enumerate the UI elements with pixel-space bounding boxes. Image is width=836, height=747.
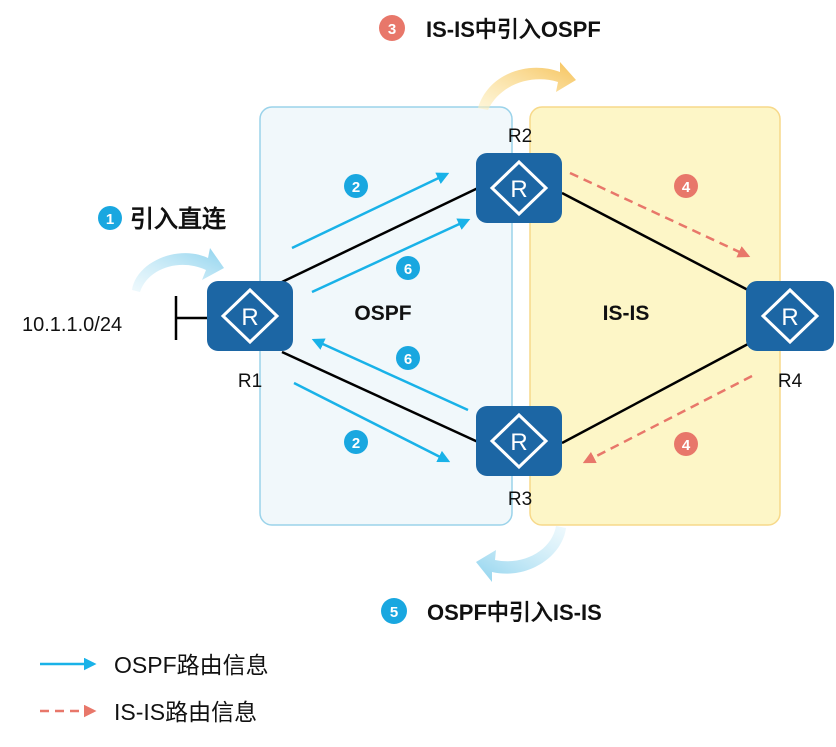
svg-text:2: 2 — [352, 179, 360, 196]
ospf-arrow-r3-r2 — [311, 218, 471, 294]
isis-arrow-r4-r3 — [582, 374, 753, 464]
router-r1[interactable]: R — [207, 281, 293, 351]
redistribute-arrow-r3 — [476, 526, 566, 582]
step-badge-2-lower: 2 — [344, 430, 368, 454]
link-r1-r3 — [281, 350, 479, 444]
step-5-label: OSPF中引入IS-IS — [427, 600, 602, 625]
ospf-arrow-r1-r3 — [293, 381, 451, 463]
ospf-arrow-r1-r2-outer — [291, 172, 450, 250]
link-r3-r4 — [561, 342, 749, 445]
router-r2-label: R2 — [508, 126, 532, 147]
step-badge-6-upper: 6 — [396, 256, 420, 280]
router-r2-symbol: R — [510, 176, 527, 203]
ospf-area-label: OSPF — [354, 302, 411, 325]
isis-arrow-r2-r4 — [569, 171, 751, 258]
svg-text:2: 2 — [352, 435, 360, 452]
router-r3[interactable]: R — [476, 406, 562, 476]
legend-isis-label: IS-IS路由信息 — [114, 699, 257, 725]
svg-text:6: 6 — [404, 351, 412, 368]
link-r2-r4 — [561, 191, 749, 292]
svg-text:5: 5 — [390, 604, 398, 621]
step-badge-3: 3 — [379, 15, 405, 41]
svg-text:6: 6 — [404, 261, 412, 278]
svg-text:1: 1 — [106, 211, 114, 228]
redistribute-arrow-r2 — [478, 62, 576, 110]
svg-text:3: 3 — [388, 21, 396, 38]
isis-area — [529, 106, 781, 526]
step-badge-4-lower: 4 — [674, 432, 698, 456]
router-r3-symbol: R — [510, 429, 527, 456]
router-r4-label: R4 — [778, 371, 803, 392]
step-badge-2-upper: 2 — [344, 174, 368, 198]
link-r1-r2 — [281, 186, 479, 284]
network-prefix: 10.1.1.0/24 — [22, 314, 122, 336]
step-badge-5: 5 — [381, 598, 407, 624]
router-r1-label: R1 — [238, 371, 262, 392]
router-r3-label: R3 — [508, 489, 532, 510]
step-badge-6-lower: 6 — [396, 346, 420, 370]
isis-area-label: IS-IS — [603, 302, 650, 325]
ospf-arrow-r3-r1 — [311, 338, 469, 412]
step-badge-4-upper: 4 — [674, 174, 698, 198]
svg-text:4: 4 — [682, 179, 691, 196]
step-3-label: IS-IS中引入OSPF — [426, 17, 601, 42]
legend-ospf-label: OSPF路由信息 — [114, 652, 269, 678]
router-r4[interactable]: R — [746, 281, 834, 351]
step-1-label: 引入直连 — [130, 205, 227, 233]
svg-text:4: 4 — [682, 437, 691, 454]
router-r1-symbol: R — [241, 304, 258, 331]
router-r4-symbol: R — [781, 304, 798, 331]
router-r2[interactable]: R — [476, 153, 562, 223]
step-badge-1: 1 — [98, 206, 122, 230]
redistribute-arrow-r1 — [132, 248, 224, 292]
